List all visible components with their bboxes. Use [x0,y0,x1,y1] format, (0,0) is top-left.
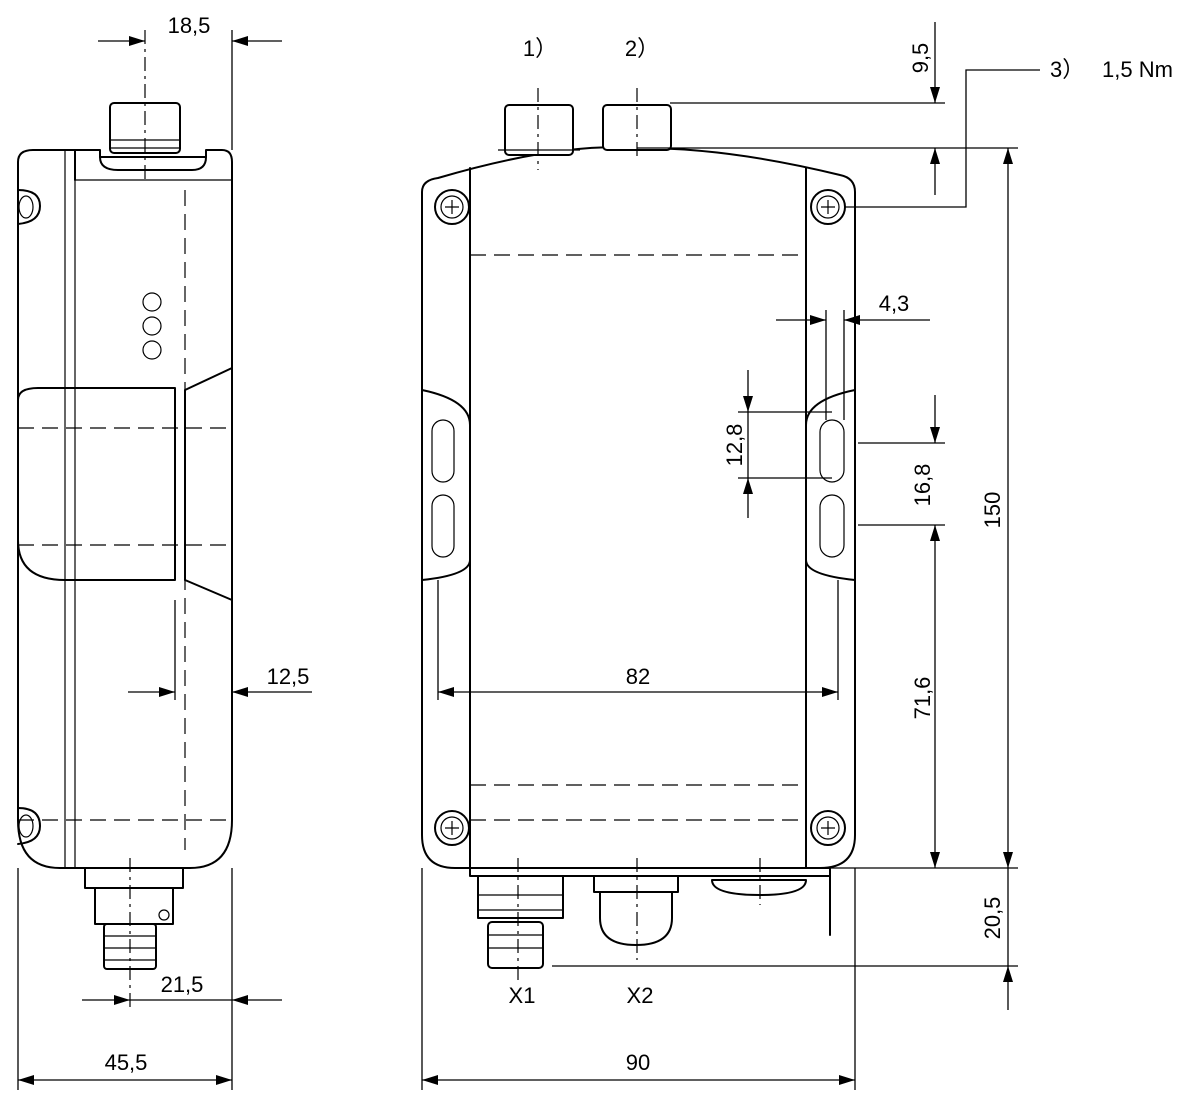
dim-90-label: 90 [626,1050,650,1075]
screw-top-left [434,189,470,225]
connector-x1-label: X1 [509,983,536,1008]
front-left-slot-panel [421,389,471,581]
led-2 [142,316,162,336]
callout-3-leader [845,69,1040,208]
dim-12-8-arrow-top [743,396,753,412]
dim-9-5-label: 9,5 [908,43,933,74]
dim-18-5-arrow-right [232,36,248,46]
dim-9-5-arrow-bottom [930,148,940,164]
dim-4-3-label: 4,3 [879,291,910,316]
front-right-slot-panel [805,389,856,581]
side-bottom-connector-base [84,867,184,889]
dim-82-ext [437,580,839,700]
led-3 [142,340,162,360]
side-bottom-screw [158,909,170,921]
dim-4-3-ext [825,310,845,420]
side-view: 18,5 12,5 21,5 45,5 [17,13,312,1090]
callout-1: 1） [523,36,557,61]
side-body-outline [17,149,233,869]
dim-71-6-label: 71,6 [910,677,935,720]
dim-45-5-label: 45,5 [105,1050,148,1075]
side-mounting-bracket [17,387,176,581]
connector-x2-base [593,875,679,893]
connector-x1-plug-rings [488,934,543,949]
dim-150-arrow-bottom [1003,852,1013,868]
dim-12-8-ext [738,411,832,479]
connector-x2-body [599,891,673,946]
dim-21-5-arrow-left [114,995,130,1005]
dim-90-ext [421,868,856,1090]
dim-12-8-label: 12,8 [722,424,747,467]
side-upper-ear-hole [18,195,34,219]
front-top-connector-1 [504,104,574,156]
callout-2: 2） [625,36,659,61]
front-right-slot-upper [819,419,845,483]
dim-18-5-arrow-left [129,36,145,46]
dim-90-arrow-left [422,1075,438,1085]
dim-12-5-arrow-right [232,687,248,697]
dim-12-8-arrow-bottom [743,478,753,494]
dim-82-arrow-right [822,687,838,697]
dim-20-5-label: 20,5 [980,897,1005,940]
screw-bottom-right [810,810,846,846]
callout-3: 3） [1050,57,1084,82]
dim-21-5-label: 21,5 [161,972,204,997]
connector-x1-plug [487,921,544,969]
front-left-slot-upper [431,419,455,483]
connector-x2-label: X2 [627,983,654,1008]
side-lower-ear [17,807,41,845]
connector-x1-rings [478,894,563,911]
front-bottom-plug-cap [711,879,807,896]
front-right-slot-lower [819,494,845,558]
side-upper-ear [17,189,41,225]
side-top-collar [74,149,207,181]
dim-150-arrow-top [1003,148,1013,164]
dim-21-5-arrow-right [232,995,248,1005]
dim-16-8-label: 16,8 [910,464,935,507]
connector-x1-body [477,875,564,919]
front-bottom-base [469,867,831,877]
dim-16-8-arrow-top [930,427,940,443]
side-hidden-slots [18,427,232,546]
led-1 [142,292,162,312]
dim-82-label: 82 [626,664,650,689]
dim-16-8-arrow-bottom [930,525,940,541]
dim-45-5-arrow-right [216,1075,232,1085]
dim-9-5-ext [637,102,1018,149]
front-view: X1 X2 1） 2） 3） 1,5 Nm 9,5 4,3 12,8 16,8 [421,22,1173,1090]
dim-4-3-arrow-left [810,315,826,325]
dim-71-6-arrow-bottom [930,852,940,868]
side-lower-ear-hole [18,814,34,838]
dim-18-5-label: 18,5 [168,13,211,38]
dim-9-5-arrow-top [930,87,940,103]
dim-16-8-ext [858,442,945,526]
dim-90-arrow-right [839,1075,855,1085]
dim-82-arrow-left [438,687,454,697]
screw-bottom-left [434,810,470,846]
dim-150-label: 150 [980,492,1005,529]
dim-45-5-arrow-left [18,1075,34,1085]
dim-12-5-label: 12,5 [267,664,310,689]
side-bracket-wedges [184,367,233,601]
front-inner-rails [469,167,807,869]
front-hidden-lines [470,254,806,821]
side-inner-edges [64,150,76,868]
dim-12-5-arrow-left [159,687,175,697]
front-left-slot-lower [431,494,455,558]
dim-4-3-arrow-right [844,315,860,325]
screw-top-right [810,189,846,225]
torque-label: 1,5 Nm [1102,57,1173,82]
dim-20-5-arrow [1003,966,1013,982]
